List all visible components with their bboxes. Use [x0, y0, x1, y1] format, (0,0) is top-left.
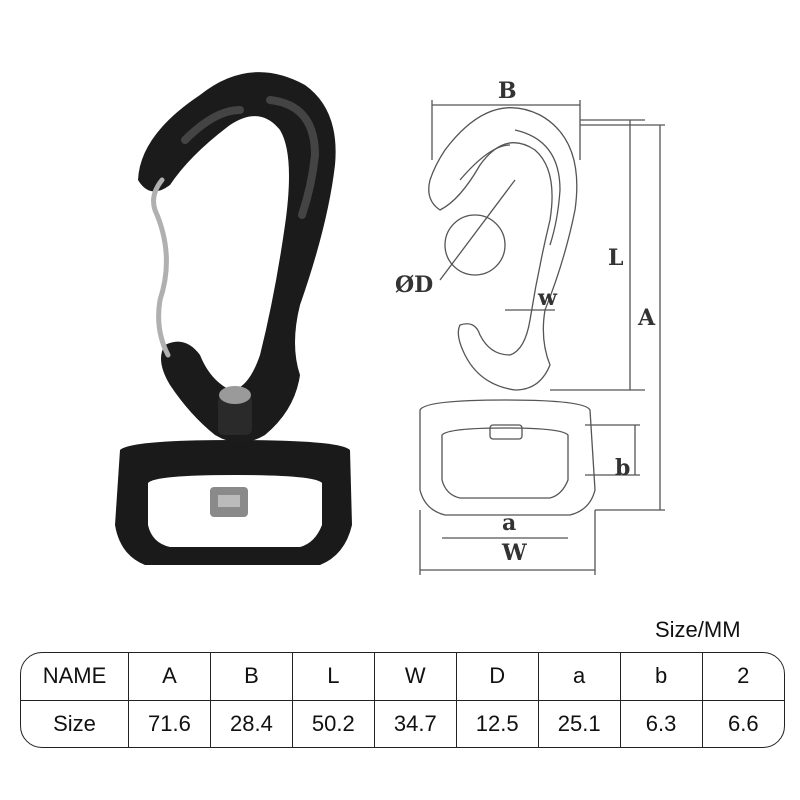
table-cell: b — [620, 653, 703, 701]
table-cell: 28.4 — [210, 700, 293, 747]
product-photo — [115, 72, 352, 565]
technical-drawing: B L A ØD w b a W — [395, 78, 665, 575]
table-cell: B — [210, 653, 293, 701]
diameter-circle — [444, 214, 506, 276]
table-cell: 12.5 — [456, 700, 539, 747]
table-cell: L — [292, 653, 375, 701]
table-cell: NAME — [21, 653, 129, 701]
table-cell: 50.2 — [292, 700, 375, 747]
label-B: B — [498, 78, 517, 104]
table-cell: A — [128, 653, 211, 701]
table-cell: 25.1 — [538, 700, 621, 747]
label-A: A — [637, 305, 656, 331]
table-row: Size 71.6 28.4 50.2 34.7 12.5 25.1 6.3 6… — [21, 700, 784, 747]
label-D: ØD — [395, 272, 433, 298]
label-w: w — [537, 285, 558, 311]
table-cell: 2 — [702, 653, 784, 701]
table-cell: W — [374, 653, 457, 701]
table-cell: 6.3 — [620, 700, 703, 747]
table-header-row: NAME A B L W D a b 2 — [21, 653, 784, 701]
table-cell: 34.7 — [374, 700, 457, 747]
table-cell: a — [538, 653, 621, 701]
table-cell: 6.6 — [727, 710, 759, 736]
label-b: b — [615, 455, 630, 481]
hook-body — [138, 72, 336, 443]
table-cell: D — [456, 653, 539, 701]
spec-table: NAME A B L W D a b 2 Size 71.6 28.4 50.2… — [20, 652, 785, 748]
label-a: a — [502, 510, 516, 536]
label-L: L — [608, 245, 623, 271]
table-cell: 71.6 — [128, 700, 211, 747]
label-W: W — [501, 540, 527, 566]
hook-outline — [428, 107, 578, 391]
table-cell: Size — [21, 700, 129, 747]
ring-outline — [419, 399, 596, 516]
size-unit-label: Size/MM — [655, 617, 741, 642]
wire-gate — [151, 177, 171, 358]
